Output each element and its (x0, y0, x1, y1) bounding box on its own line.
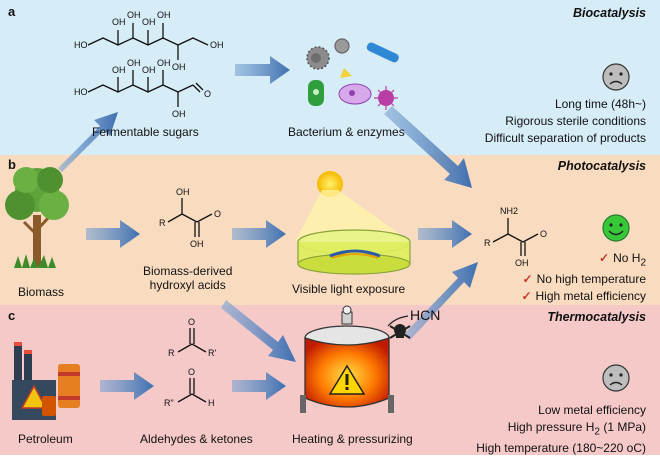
arrow-acids-to-reactor (221, 300, 296, 362)
petroleum-label: Petroleum (18, 432, 73, 446)
label-oh: OH (210, 40, 224, 50)
label-oh: OH (157, 10, 171, 20)
visible-light-label: Visible light exposure (292, 282, 406, 296)
label-r: R (484, 238, 491, 248)
label-r-double-prime: R" (164, 398, 174, 408)
label-r-prime: R' (208, 348, 216, 358)
label-oh: OH (112, 17, 126, 27)
label-oh: OH (172, 109, 186, 119)
fermentable-sugars-label: Fermentable sugars (92, 125, 199, 139)
note-line: Rigorous sterile conditions (505, 114, 646, 128)
label-oh: OH (142, 17, 156, 27)
panel-letter-a: a (8, 4, 16, 19)
flow-arrows (58, 56, 478, 400)
sad-face-icon (602, 364, 630, 392)
note-line: Long time (48h~) (554, 97, 646, 111)
heating-pressurizing-label: Heating & pressurizing (292, 432, 413, 446)
hydroxy-acid-molecule (167, 198, 213, 237)
hydroxy-acid-labels: R OH O OH (159, 187, 221, 249)
note-line: ✓No high temperature (521, 271, 646, 288)
thermocatalysis-notes: Low metal efficiency High pressure H2 (1… (476, 402, 646, 457)
skull-icon (389, 324, 411, 339)
label-r: R (168, 348, 175, 358)
hydroxyl-acids-label: Biomass-derived hydroxyl acids (143, 264, 232, 292)
label-o: O (188, 317, 195, 327)
tree-icon (5, 167, 69, 268)
reactor-vessel-icon (300, 305, 394, 413)
arrow-acids-to-light (232, 220, 286, 248)
label-oh: OH (157, 58, 171, 68)
note-line: Low metal efficiency (538, 403, 646, 417)
aldehyde-labels: R" O H (164, 367, 215, 408)
label-oh: OH (190, 239, 204, 249)
photocatalysis-notes: ✓No H2 ✓No high temperature ✓High metal … (521, 250, 646, 305)
amino-acid-labels: R NH2 O OH (484, 206, 547, 268)
arrow-biomass-to-acids (86, 220, 140, 248)
aldehydes-ketones-label: Aldehydes & ketones (140, 432, 253, 446)
glucose-aldehyde-labels: HO OH OH OH OH OH O (74, 58, 211, 119)
arrow-aldehydes-to-reactor (232, 372, 286, 400)
label-r: R (159, 218, 166, 228)
arrow-reactor-to-product (404, 262, 478, 340)
arrow-petroleum-to-aldehydes (100, 372, 154, 400)
petroleum-plant-icon (12, 342, 80, 420)
panel-letter-b: b (8, 157, 16, 172)
check-icon: ✓ (521, 289, 532, 304)
sad-face-icon (602, 63, 630, 91)
label-oh: OH (127, 58, 141, 68)
panel-letter-c: c (8, 308, 16, 323)
label-h: H (208, 398, 215, 408)
hcn-feed-arrow (387, 315, 409, 327)
arrow-sugars-to-bacteria (235, 56, 290, 84)
amino-acid-product (492, 218, 539, 256)
label-oh: OH (127, 10, 141, 20)
note-text: No high temperature (536, 272, 646, 287)
note-line-pressure: High pressure H2 (1 MPa) (507, 420, 646, 438)
arrow-light-to-product (418, 220, 472, 248)
check-icon: ✓ (599, 251, 610, 265)
ketone-labels: R O R' (168, 317, 216, 358)
arrow-bacteria-to-product (384, 106, 472, 188)
label-o: O (214, 209, 221, 219)
biocatalysis-notes: Long time (48h~) Rigorous sterile condit… (485, 96, 646, 147)
label-o: O (540, 229, 547, 239)
check-icon: ✓ (522, 272, 533, 287)
label-oh: OH (515, 258, 529, 268)
label-oh: OH (172, 62, 186, 72)
biocatalysis-title: Biocatalysis (573, 6, 646, 20)
hcn-label: HCN (410, 307, 441, 323)
label-ho: HO (74, 87, 88, 97)
happy-face-icon (602, 214, 630, 242)
glucose-open-chain (87, 23, 209, 60)
label-oh: OH (112, 65, 126, 75)
label-o: O (188, 367, 195, 377)
photocatalysis-title: Photocatalysis (557, 159, 646, 173)
glucose-aldehyde-chain (87, 70, 204, 107)
thermocatalysis-title: Thermocatalysis (547, 310, 646, 324)
note-text: High metal efficiency (535, 289, 647, 304)
label-oh: OH (176, 187, 190, 197)
glucose-labels: HO OH OH OH OH OH OH (74, 10, 224, 72)
light-beam (296, 190, 408, 240)
label-nh2: NH2 (500, 206, 518, 216)
note-line: Difficult separation of products (484, 131, 646, 145)
note-line: High temperature (180~220 oC) (476, 441, 646, 456)
biomass-label: Biomass (18, 285, 65, 299)
bacteria-cluster-icon (306, 38, 399, 110)
note-line-h2: ✓No H2 (599, 251, 646, 269)
petri-dish-icon (297, 229, 411, 275)
aldehyde-molecule (177, 378, 207, 403)
hydroxyl-acids-line1: Biomass-derived (143, 264, 233, 278)
label-oh: OH (142, 65, 156, 75)
arrow-biomass-to-sugars (58, 112, 118, 172)
ketone-molecule (177, 328, 207, 353)
hydroxyl-acids-line2: hydroxyl acids (149, 278, 226, 292)
label-ho: HO (74, 40, 88, 50)
label-o: O (204, 89, 211, 99)
bacterium-enzymes-label: Bacterium & enzymes (288, 125, 405, 139)
note-line: ✓High metal efficiency (521, 288, 646, 305)
